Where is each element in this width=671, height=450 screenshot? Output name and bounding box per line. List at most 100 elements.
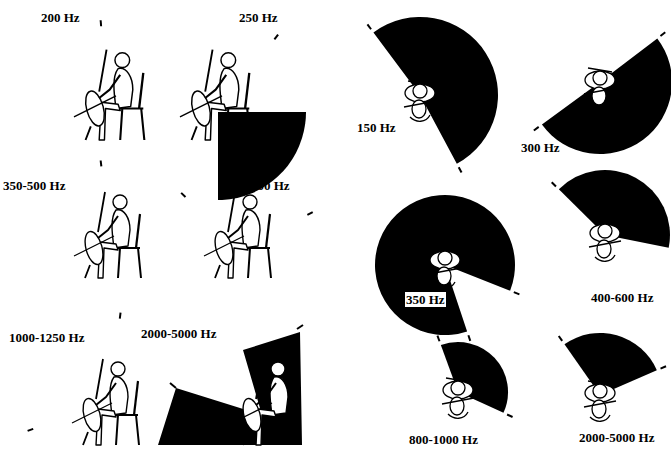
cello-bow (232, 403, 272, 423)
cello-bow (74, 96, 116, 117)
angle-tick (514, 292, 520, 294)
player-torso (112, 210, 130, 248)
player-shoulders (585, 384, 615, 402)
cello-bow (589, 221, 621, 247)
player-arm (98, 216, 118, 238)
frequency-label: 2000-5000 Hz (140, 326, 217, 341)
player-shoulders (590, 224, 620, 242)
frequency-label: 300 Hz (520, 140, 561, 155)
cello-bow (584, 68, 616, 94)
angle-tick (468, 335, 470, 341)
angle-tick (459, 167, 462, 172)
cellist-top-view (589, 221, 621, 261)
radiation-sector (158, 332, 302, 445)
instrument-stand (595, 255, 615, 261)
cello-bow (442, 378, 474, 404)
player-head (271, 362, 285, 376)
angle-tick (274, 35, 278, 40)
cello-bow (72, 403, 112, 423)
angle-tick (661, 366, 667, 368)
angle-tick (559, 336, 562, 341)
instrument-stand (435, 282, 455, 288)
cellist-top-view (584, 381, 616, 421)
cello-bow (204, 236, 244, 256)
player-head (243, 195, 257, 209)
angle-tick (307, 212, 312, 215)
angle-tick (181, 193, 185, 197)
player-head (115, 53, 130, 68)
player-head (593, 71, 607, 85)
player-head (221, 53, 236, 68)
player-head (593, 384, 607, 398)
player-shoulders (443, 381, 473, 399)
angle-tick (367, 24, 371, 29)
player-shoulders (585, 71, 615, 89)
angle-tick (507, 414, 512, 416)
player-head (438, 251, 452, 265)
cello-bow (74, 236, 114, 256)
player-arm (99, 75, 120, 98)
player-arm (96, 383, 116, 405)
chair-frame (274, 415, 299, 445)
frequency-label: 1000-1250 Hz (8, 330, 85, 345)
angle-tick (297, 325, 303, 329)
cellist-top-view (429, 248, 461, 288)
frequency-label: 350-500 Hz (2, 178, 66, 193)
chair-frame (116, 248, 141, 278)
cellist-top-view (442, 378, 474, 418)
cellist-side-view (72, 359, 139, 445)
player-arm (205, 75, 226, 98)
cellist-side-view (74, 192, 141, 278)
cellist-top-view (584, 68, 616, 108)
radiation-sector (375, 195, 515, 335)
player-arm (256, 383, 276, 405)
cello-bow (429, 248, 461, 274)
instrument-stand (590, 102, 610, 108)
frequency-label: 200 Hz (40, 10, 81, 25)
chair-frame (118, 109, 144, 141)
player-torso (114, 68, 133, 108)
chair-back (266, 214, 270, 248)
cellist-side-view (232, 359, 299, 445)
player-head (113, 195, 127, 209)
chair-back (134, 381, 138, 415)
wedge-layer (26, 17, 671, 445)
frequency-label: 800 Hz (250, 178, 291, 193)
chair-back (245, 73, 249, 109)
cello-bow (180, 96, 222, 117)
player-torso (220, 68, 239, 108)
player-head (111, 362, 125, 376)
chair-frame (246, 248, 271, 278)
instrument-stand (448, 412, 468, 418)
instrument-stand (410, 115, 430, 121)
radiation-sector (373, 17, 498, 164)
frequency-label: 800-1000 Hz (408, 432, 479, 447)
angle-tick (534, 127, 539, 131)
frequency-label: 2000-5000 Hz (578, 430, 655, 445)
radiation-sector (542, 38, 671, 154)
chair-frame (224, 109, 250, 141)
player-head (413, 84, 427, 98)
chair-back (139, 73, 143, 109)
chair-frame (114, 415, 139, 445)
angle-tick (660, 32, 665, 36)
player-arm (228, 216, 248, 238)
angle-tick (437, 336, 439, 342)
angle-tick (552, 182, 556, 186)
player-shoulders (430, 251, 460, 269)
cellist-side-view (180, 50, 250, 140)
radiation-sector (441, 342, 508, 413)
angle-tick (170, 383, 176, 388)
angle-tick (28, 429, 34, 431)
angle-tick (100, 20, 102, 26)
radiation-sector (218, 112, 306, 200)
cellist-side-view (74, 50, 144, 140)
angle-tick (100, 161, 103, 167)
player-head (598, 224, 612, 238)
frequency-label: 400-600 Hz (590, 290, 654, 305)
frequency-label: 150 Hz (356, 120, 397, 135)
angle-tick (119, 313, 122, 319)
player-torso (270, 377, 288, 415)
